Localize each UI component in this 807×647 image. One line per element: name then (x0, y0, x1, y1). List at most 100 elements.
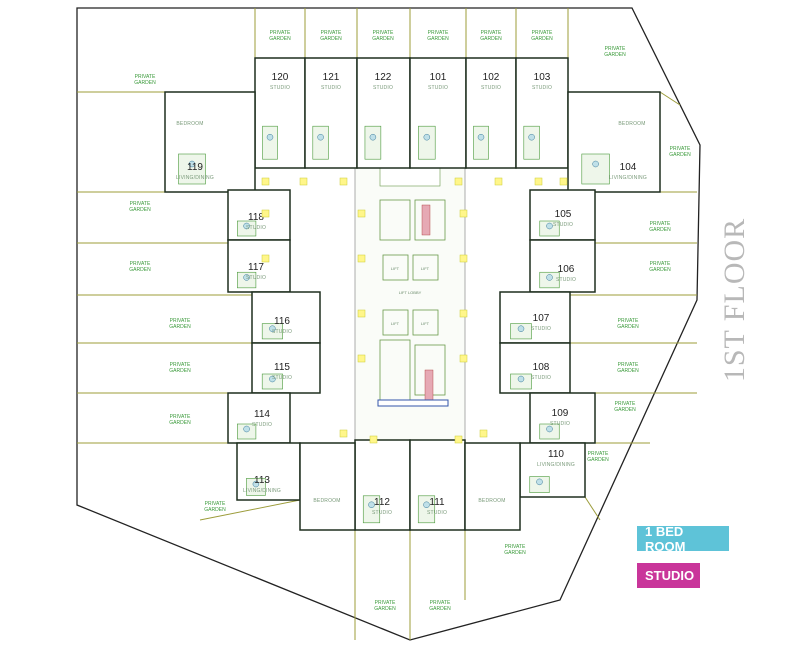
unit-type: STUDIO (252, 422, 272, 428)
bathroom (581, 153, 610, 185)
unit-type: STUDIO (427, 510, 447, 516)
unit-number: 106 (558, 264, 575, 275)
door-marker (339, 177, 348, 186)
garden-label-line: PRIVATE (170, 414, 191, 420)
unit-type: STUDIO (272, 375, 292, 381)
toilet-icon (477, 133, 485, 141)
corridor-balcony (379, 167, 441, 187)
toilet-icon (546, 222, 553, 230)
lift-label: LIFT (421, 266, 430, 271)
garden-label-line: GARDEN (480, 36, 502, 42)
unit-type: STUDIO (372, 510, 392, 516)
bathroom (418, 125, 436, 160)
garden-label-line: GARDEN (531, 36, 553, 42)
toilet-icon (188, 160, 196, 168)
bathroom (362, 495, 381, 524)
unit-number: 111 (429, 497, 445, 508)
garden-label-line: PRIVATE (321, 30, 342, 36)
bedroom-label: BEDROOM (313, 498, 340, 504)
unit-number: 104 (620, 162, 637, 173)
unit-number: 112 (374, 497, 390, 508)
garden-divider (659, 91, 681, 106)
unit-type: STUDIO (532, 85, 552, 91)
door-marker (261, 254, 270, 263)
bathroom (262, 125, 278, 160)
unit-outline (251, 291, 321, 344)
garden-label-line: PRIVATE (605, 46, 626, 52)
garden-label-line: PRIVATE (205, 501, 226, 507)
toilet-icon (243, 274, 250, 281)
garden-label-line: PRIVATE (670, 146, 691, 152)
corridor-window (377, 399, 449, 407)
garden-label-line: GARDEN (374, 606, 396, 612)
unit-type: STUDIO (553, 222, 573, 228)
toilet-icon (592, 160, 599, 168)
lift-label: LIFT (391, 321, 400, 326)
core-room (379, 199, 411, 241)
core-room (412, 309, 439, 336)
door-marker (357, 354, 366, 363)
unit-type: STUDIO (428, 85, 448, 91)
unit-number: 113 (254, 475, 270, 486)
door-marker (534, 177, 543, 186)
garden-label-line: GARDEN (669, 152, 691, 158)
garden-label-line: GARDEN (129, 207, 151, 213)
garden-label-line: PRIVATE (170, 362, 191, 368)
unit-type: LIVING/DINING (243, 488, 281, 494)
unit-type: STUDIO (481, 85, 501, 91)
unit-number: 114 (254, 409, 270, 420)
legend-studio: STUDIO (637, 563, 700, 588)
stair-flight (424, 369, 434, 401)
unit-number: 107 (533, 313, 550, 324)
toilet-icon (252, 480, 260, 488)
garden-label-line: GARDEN (604, 52, 626, 58)
door-marker (261, 209, 270, 218)
garden-label-line: GARDEN (204, 507, 226, 513)
bathroom (523, 125, 540, 160)
garden-label-line: PRIVATE (588, 451, 609, 457)
bathroom (417, 495, 436, 524)
toilet-icon (517, 375, 525, 383)
garden-label-line: PRIVATE (618, 318, 639, 324)
legend-1-bedroom: 1 BED ROOM (637, 523, 729, 554)
garden-label-line: GARDEN (372, 36, 394, 42)
unit-type: STUDIO (321, 85, 341, 91)
bathroom (178, 153, 206, 185)
bathroom (473, 125, 489, 160)
unit-type: STUDIO (246, 225, 266, 231)
toilet-icon (536, 478, 543, 486)
core-room (414, 199, 446, 241)
toilet-icon (423, 133, 431, 141)
unit-number: 116 (274, 316, 290, 327)
bedroom-label: BEDROOM (478, 498, 505, 504)
legend-label: 1 BED ROOM (645, 523, 686, 554)
toilet-icon (368, 501, 375, 509)
toilet-icon (269, 325, 276, 332)
door-marker (357, 254, 366, 263)
toilet-icon (243, 222, 250, 230)
unit-number: 119 (187, 162, 203, 173)
unit-number: 115 (274, 362, 290, 373)
